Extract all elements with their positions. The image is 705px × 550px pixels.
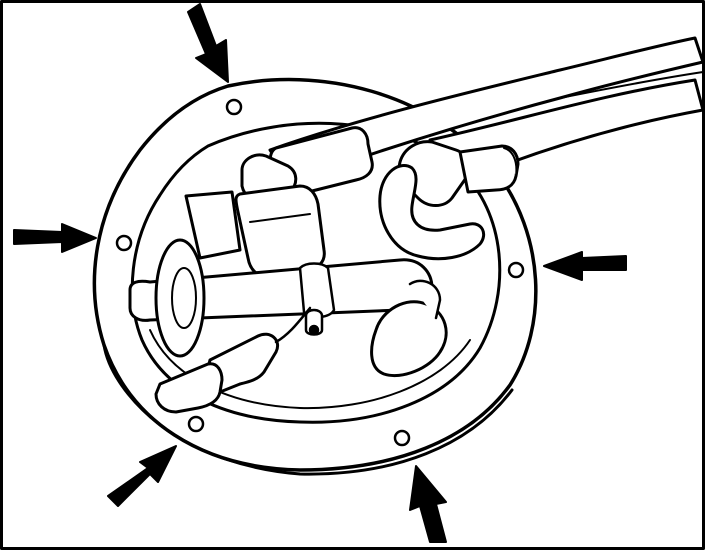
arrow-icon [543, 251, 627, 281]
electrical-connector [184, 184, 326, 278]
return-hose [378, 164, 486, 261]
bolt-hole [507, 261, 525, 279]
bolt-hole [225, 98, 243, 116]
bolt-holes [115, 98, 525, 447]
ground-stud [304, 308, 324, 336]
bolt-hole [187, 415, 205, 433]
sender-wire-plug [154, 306, 312, 414]
pump-outlet-tube [128, 238, 434, 358]
level-sensor-float [370, 279, 448, 377]
callout-arrows [13, 3, 627, 543]
arrow-icon [409, 465, 447, 543]
arrow-icon [107, 445, 177, 507]
arrow-icon [187, 3, 229, 83]
bolt-hole [393, 429, 411, 447]
arrow-icon [13, 223, 97, 253]
bolt-hole [115, 234, 133, 252]
hose-connectors [240, 126, 520, 207]
